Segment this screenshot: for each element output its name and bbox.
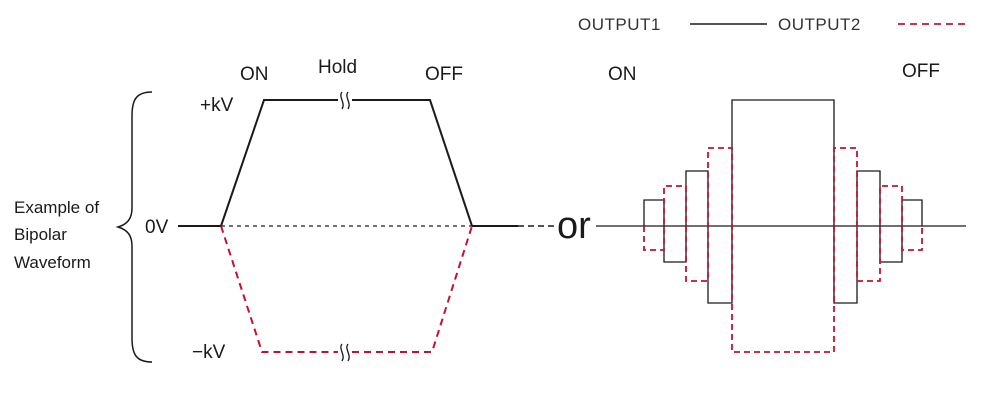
hold-break-top	[340, 91, 350, 110]
left-output2-waveform	[220, 225, 473, 353]
left-positive-pulse-after-hold	[352, 99, 473, 227]
off-label-right: OFF	[902, 61, 940, 82]
neg-kv-label: −kV	[192, 342, 226, 363]
on-label-left: ON	[240, 64, 269, 85]
group-label-line2: Bipolar	[14, 225, 67, 244]
on-label-right: ON	[608, 64, 637, 85]
or-connector-label: or	[557, 205, 591, 247]
right-output2-waveform	[643, 147, 923, 353]
group-label-line3: Waveform	[14, 253, 91, 272]
left-negative-pulse	[220, 225, 338, 353]
pos-kv-label: +kV	[200, 95, 234, 116]
left-positive-pulse	[220, 99, 338, 227]
legend-output1-label: OUTPUT1	[578, 15, 661, 34]
legend-output2-label: OUTPUT2	[778, 15, 861, 34]
hold-break-bottom	[340, 343, 350, 362]
hold-label: Hold	[318, 57, 357, 78]
left-negative-pulse-after-hold	[352, 225, 473, 353]
group-brace	[115, 91, 153, 363]
zero-volt-label: 0V	[145, 217, 169, 238]
group-label-line1: Example of	[14, 198, 99, 217]
left-output1-waveform	[178, 99, 518, 227]
legend: OUTPUT1 OUTPUT2	[578, 15, 968, 34]
off-label-left: OFF	[425, 64, 463, 85]
right-output1-waveform	[643, 99, 923, 304]
